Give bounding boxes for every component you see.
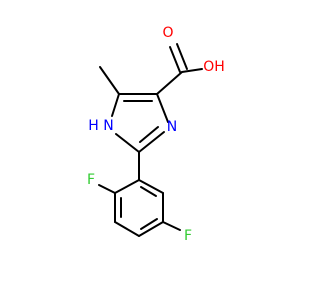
oxygen-carbonyl-label: O <box>162 25 173 41</box>
bond-c2-n1 <box>115 133 140 153</box>
imidazole-ring <box>111 93 169 153</box>
fluorine-1-label: F <box>87 172 95 188</box>
hydroxyl-label: OH <box>203 59 225 75</box>
bond-ar6-ar1 <box>138 179 164 194</box>
molecule-diagram: O OH H N N F F <box>86 25 225 244</box>
bond-ar-inner-2 <box>140 218 158 230</box>
fluorine-2-label: F <box>184 228 192 244</box>
bond-n1-c5 <box>111 93 120 117</box>
nitrogen-h-label: H N <box>88 118 113 134</box>
bond-double-n3-c2 <box>139 126 159 143</box>
bond-c4-n3 <box>156 93 169 123</box>
benzene-ring <box>114 179 164 237</box>
bond-carbonyl-2 <box>176 43 188 70</box>
bond-ar-f2 <box>162 221 181 231</box>
bond-ar-inner-3 <box>140 186 157 197</box>
bond-ar1-ar2 <box>114 179 140 194</box>
carboxylic-acid-group <box>156 43 203 95</box>
bond-ar4-ar5 <box>138 221 164 237</box>
bond-carbonyl-1 <box>169 46 181 73</box>
molecule-structure: O OH H N N F F <box>87 25 225 244</box>
bond-c4-carboxyl <box>156 71 183 95</box>
nitrogen-label: N <box>167 119 177 135</box>
bond-ar-f1 <box>98 184 116 194</box>
bond-n3-c2 <box>138 131 165 153</box>
bond-ar3-ar4 <box>114 221 140 237</box>
bond-methyl <box>99 66 120 95</box>
bond-c-oh <box>181 68 203 73</box>
